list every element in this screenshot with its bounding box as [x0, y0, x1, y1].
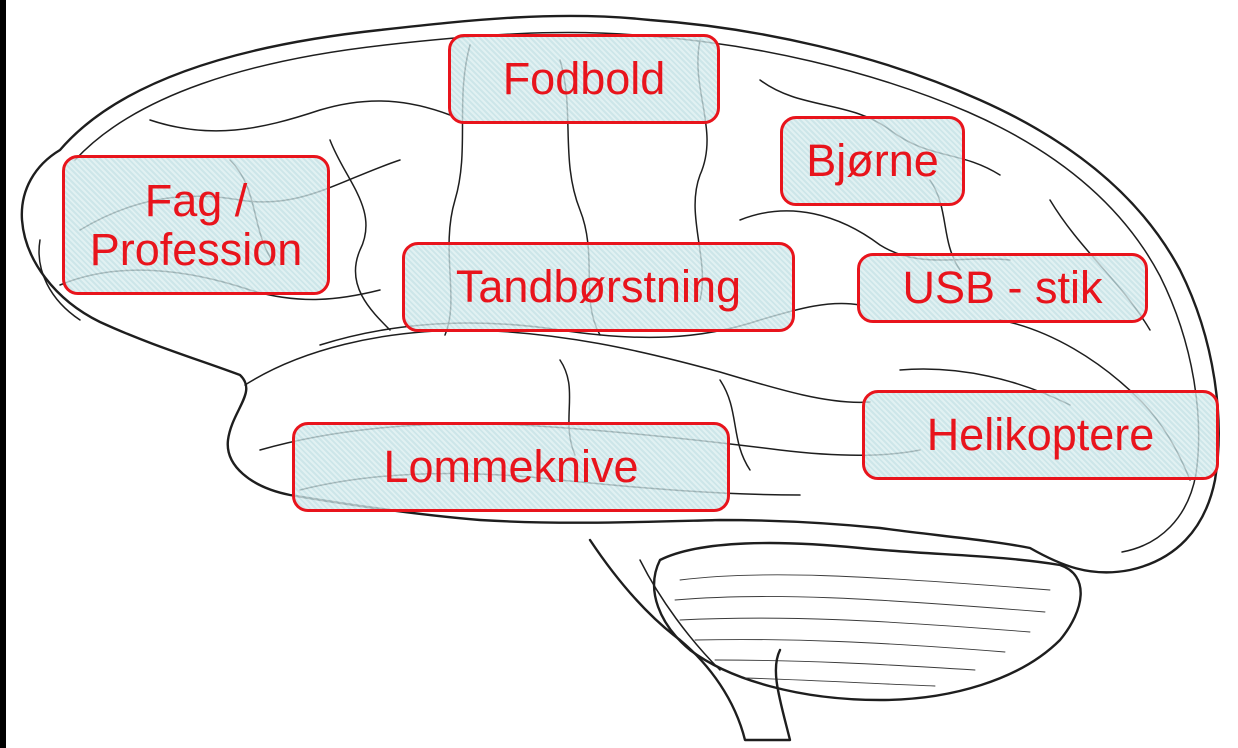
label-bjorne: Bjørne	[780, 116, 965, 206]
label-lommeknive: Lommeknive	[292, 422, 730, 512]
label-fodbold: Fodbold	[448, 34, 720, 124]
label-bjorne-text: Bjørne	[806, 136, 939, 186]
cerebellum-outline	[654, 543, 1081, 700]
temporal-lobe-edge	[245, 330, 870, 402]
label-fag-profession-text: Fag / Profession	[90, 176, 303, 275]
label-tandborstning-text: Tandbørstning	[456, 262, 741, 312]
label-helikoptere-text: Helikoptere	[927, 410, 1155, 460]
label-tandborstning: Tandbørstning	[402, 242, 795, 332]
label-fodbold-text: Fodbold	[503, 54, 666, 104]
label-usb-stik-text: USB - stik	[902, 263, 1102, 313]
label-usb-stik: USB - stik	[857, 253, 1148, 323]
label-fag-profession: Fag / Profession	[62, 155, 330, 295]
label-lommeknive-text: Lommeknive	[383, 442, 638, 492]
label-helikoptere: Helikoptere	[862, 390, 1219, 480]
